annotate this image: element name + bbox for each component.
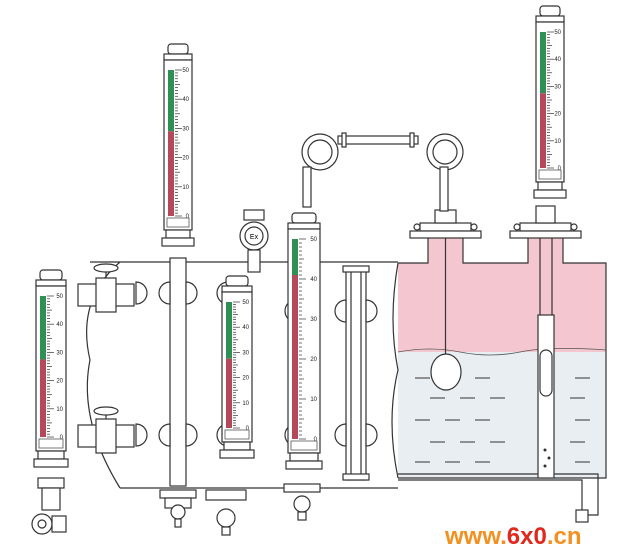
gauge-red-column (292, 275, 298, 439)
gauge-scale-label: 10 (310, 397, 317, 403)
gauge-nameplate (538, 169, 562, 180)
chamber-columns (159, 257, 370, 528)
top-header-pipe (301, 132, 464, 212)
gauge-collar (35, 279, 67, 287)
gauge-mount-flange (219, 449, 255, 459)
gauge-collar (221, 285, 253, 293)
gauge-scale-label: 20 (182, 156, 189, 162)
gauge-scale-label: 10 (242, 401, 249, 407)
gauge-scale-label: 50 (182, 68, 189, 74)
gauge-green-column (40, 296, 46, 360)
ex-mark: Ex (250, 234, 259, 241)
gauge-collar (163, 53, 193, 61)
drain-valves (205, 483, 321, 536)
gauge-top-tall: 50 40 30 20 10 0 (161, 43, 195, 247)
gauge-nameplate (38, 438, 64, 449)
gauge-scale-label: 10 (56, 407, 63, 413)
gauge-nameplate (224, 429, 250, 440)
gauge-mount-flange (533, 189, 567, 199)
gauge-red-column (168, 131, 174, 216)
gauge-red-column (226, 358, 232, 428)
gauge-cap (291, 212, 317, 224)
gauge-far-left: 50 40 30 20 10 0 (33, 269, 69, 468)
gauge-scale-label: 10 (182, 185, 189, 191)
tank (391, 231, 607, 523)
isolation-valves (31, 263, 135, 535)
float-ball (430, 353, 462, 391)
gauge-scale-label: 30 (554, 84, 561, 90)
gauge-scale-label: 50 (56, 294, 63, 300)
liquid-dashes (415, 377, 590, 463)
gauge-scale-label: 30 (310, 317, 317, 323)
explosion-proof-box: Ex (239, 209, 269, 273)
gauge-cap (39, 269, 63, 281)
tank-liquid-region (398, 352, 606, 478)
gauge-nameplate (166, 217, 190, 228)
gauge-green-column (226, 302, 232, 359)
gauge-top-right: 50 40 30 20 10 0 (533, 5, 567, 199)
gauge-middle-ex: 50 40 30 20 10 0 (219, 275, 255, 459)
gauge-collar (535, 15, 565, 23)
gauge-scale-label: 40 (182, 97, 189, 103)
gauge-green-column (540, 32, 546, 94)
watermark-brand: 6x0 (507, 523, 547, 550)
gauge-scale-label: 50 (242, 300, 249, 306)
gauge-bottom-fitting (289, 452, 319, 462)
gauge-nameplate (290, 440, 318, 451)
tank-nozzle-right (509, 205, 582, 479)
gauge-scale-label: 0 (186, 214, 190, 220)
gauge-cap (167, 43, 189, 55)
gauge-scale-label: 40 (554, 57, 561, 63)
gauge-mount-flange (33, 458, 69, 468)
gauge-scale-label: 20 (242, 376, 249, 382)
gauge-scale-label: 0 (314, 437, 318, 443)
magnetic-float (539, 349, 553, 397)
gauge-scale-label: 20 (310, 357, 317, 363)
gauge-scale-label: 40 (310, 277, 317, 283)
gauge-green-column (292, 239, 298, 275)
gauge-scale-label: 0 (60, 435, 64, 441)
gauge-collar (287, 222, 321, 230)
gauge-scale-label: 30 (242, 350, 249, 356)
gauge-scale-label: 40 (242, 325, 249, 331)
tank-gas-region (398, 231, 606, 352)
gauge-scale-label: 50 (310, 237, 317, 243)
gauge-green-column (168, 70, 174, 132)
gauge-bottom-fitting (37, 450, 65, 460)
gauge-red-column (540, 93, 546, 168)
gauge-mount-flange (285, 460, 323, 470)
gauge-bottom-fitting (165, 229, 191, 239)
gauge-red-column (40, 359, 46, 437)
gauge-bottom-fitting (537, 181, 563, 191)
gauge-scale-label: 10 (554, 139, 561, 145)
gauge-scale-label: 30 (182, 126, 189, 132)
watermark-www: www. (444, 523, 507, 550)
watermark-tld: .cn (547, 523, 582, 550)
gauge-scale-label: 0 (558, 166, 562, 172)
gauge-middle-right: 50 40 30 20 10 0 (285, 212, 323, 470)
gauge-scale-label: 20 (554, 112, 561, 118)
gauge-scale-label: 0 (246, 426, 250, 432)
gauge-mount-flange (161, 237, 195, 247)
gauge-cap (539, 5, 561, 17)
watermark: www.6x0.cn (444, 523, 582, 550)
gauge-scale-label: 30 (56, 350, 63, 356)
gauge-group: 50 40 30 20 10 0 50 40 30 20 10 0 50 40 30 20 10 0 50 40 30 2… (33, 5, 567, 470)
tank-nozzle-left (409, 209, 482, 391)
gauge-scale-label: 20 (56, 379, 63, 385)
gauge-scale-label: 40 (56, 322, 63, 328)
gauge-scale-label: 50 (554, 30, 561, 36)
gauge-cap (225, 275, 249, 287)
svg-text:www.6x0.cn: www.6x0.cn (444, 523, 582, 550)
gauge-bottom-fitting (223, 441, 251, 451)
